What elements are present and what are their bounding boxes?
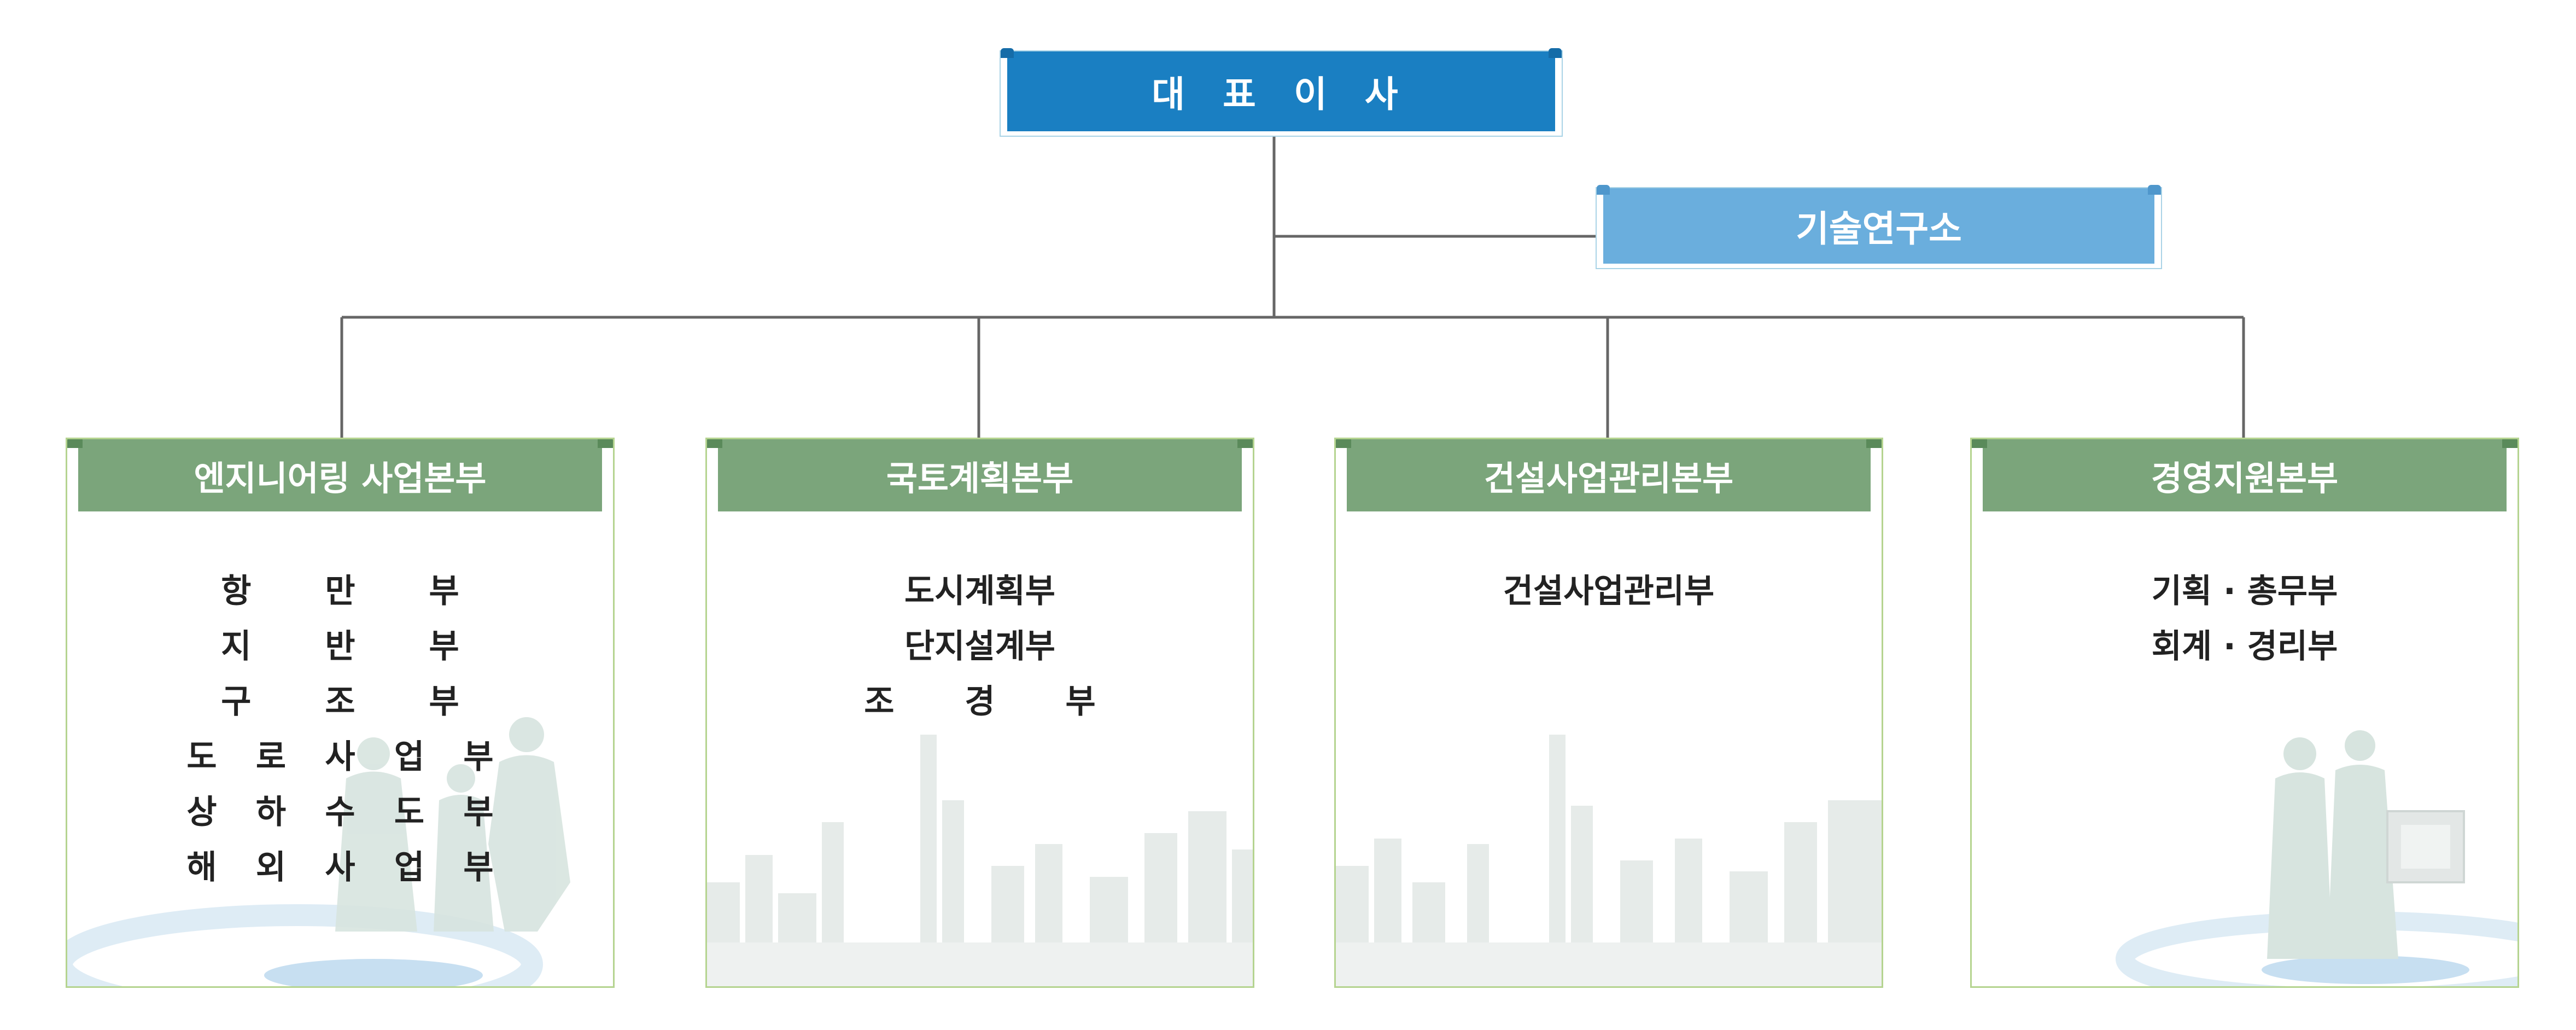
banner-tab [2148,185,2161,195]
department-item: 건설사업관리부 [1503,572,1715,610]
city-skyline-illustration [1336,735,1882,986]
division-title: 국토계획본부 [886,458,1074,498]
header-tab [2502,439,2517,448]
department-list: 기획 · 총무부 회계 · 경리부 [1972,561,2517,671]
city-skyline-illustration [707,735,1253,986]
division-title: 건설사업관리본부 [1483,458,1734,498]
department-item: 단지설계부 [904,627,1055,666]
banner-tab [1549,48,1562,58]
department-item: 기획 · 총무부 [2151,572,2338,610]
department-item: 지 반 부 [221,627,490,666]
division-management-support: 경영지원본부 기획 · 총무부 회계 · 경리부 [1970,438,2519,988]
header-tab [598,439,613,448]
department-item: 항 만 부 [221,572,490,610]
department-item: 도시계획부 [904,572,1055,610]
division-header: 엔지니어링 사업본부 [67,439,613,511]
department-item: 조 경 부 [864,683,1125,721]
banner-tab [1001,48,1014,58]
division-header: 국토계획본부 [707,439,1253,511]
department-list: 건설사업관리부 [1336,561,1882,616]
header-tab [707,439,722,448]
division-header: 건설사업관리본부 [1336,439,1882,511]
research-lab-label: 기술연구소 [1796,208,1962,250]
department-item: 회계 · 경리부 [2151,627,2338,666]
department-item: 도 로 사 업 부 [186,738,507,776]
division-construction-management: 건설사업관리본부 건설사업관리부 [1334,438,1883,988]
ceo-label: 대 표 이 사 [1152,73,1411,115]
division-title: 경영지원본부 [2151,458,2339,498]
office-workers-illustration [2116,730,2517,986]
department-item: 해 외 사 업 부 [186,848,507,887]
research-lab-node: 기술연구소 [1596,185,2162,269]
business-people-illustration [67,717,570,986]
division-title: 엔지니어링 사업본부 [194,458,487,498]
division-national-planning: 국토계획본부 도시계획부 단지설계부 조 경 부 [705,438,1254,988]
department-list: 항 만 부 지 반 부 구 조 부 도 로 사 업 부 상 하 수 도 부 해 … [67,561,613,892]
banner-tab [1597,185,1610,195]
header-tab [67,439,83,448]
header-tab [1866,439,1882,448]
department-item: 구 조 부 [221,683,490,721]
header-tab [1336,439,1351,448]
header-tab [1237,439,1253,448]
ceo-banner: 대 표 이 사 [1001,48,1562,131]
division-header: 경영지원본부 [1972,439,2517,511]
division-engineering: 엔지니어링 사업본부 항 만 부 지 반 부 구 조 부 도 로 사 업 부 상… [66,438,615,988]
research-lab-banner: 기술연구소 [1597,185,2161,264]
ceo-node: 대 표 이 사 [1000,48,1563,137]
header-tab [1972,439,1987,448]
department-item: 상 하 수 도 부 [186,793,507,831]
department-list: 도시계획부 단지설계부 조 경 부 [707,561,1253,726]
